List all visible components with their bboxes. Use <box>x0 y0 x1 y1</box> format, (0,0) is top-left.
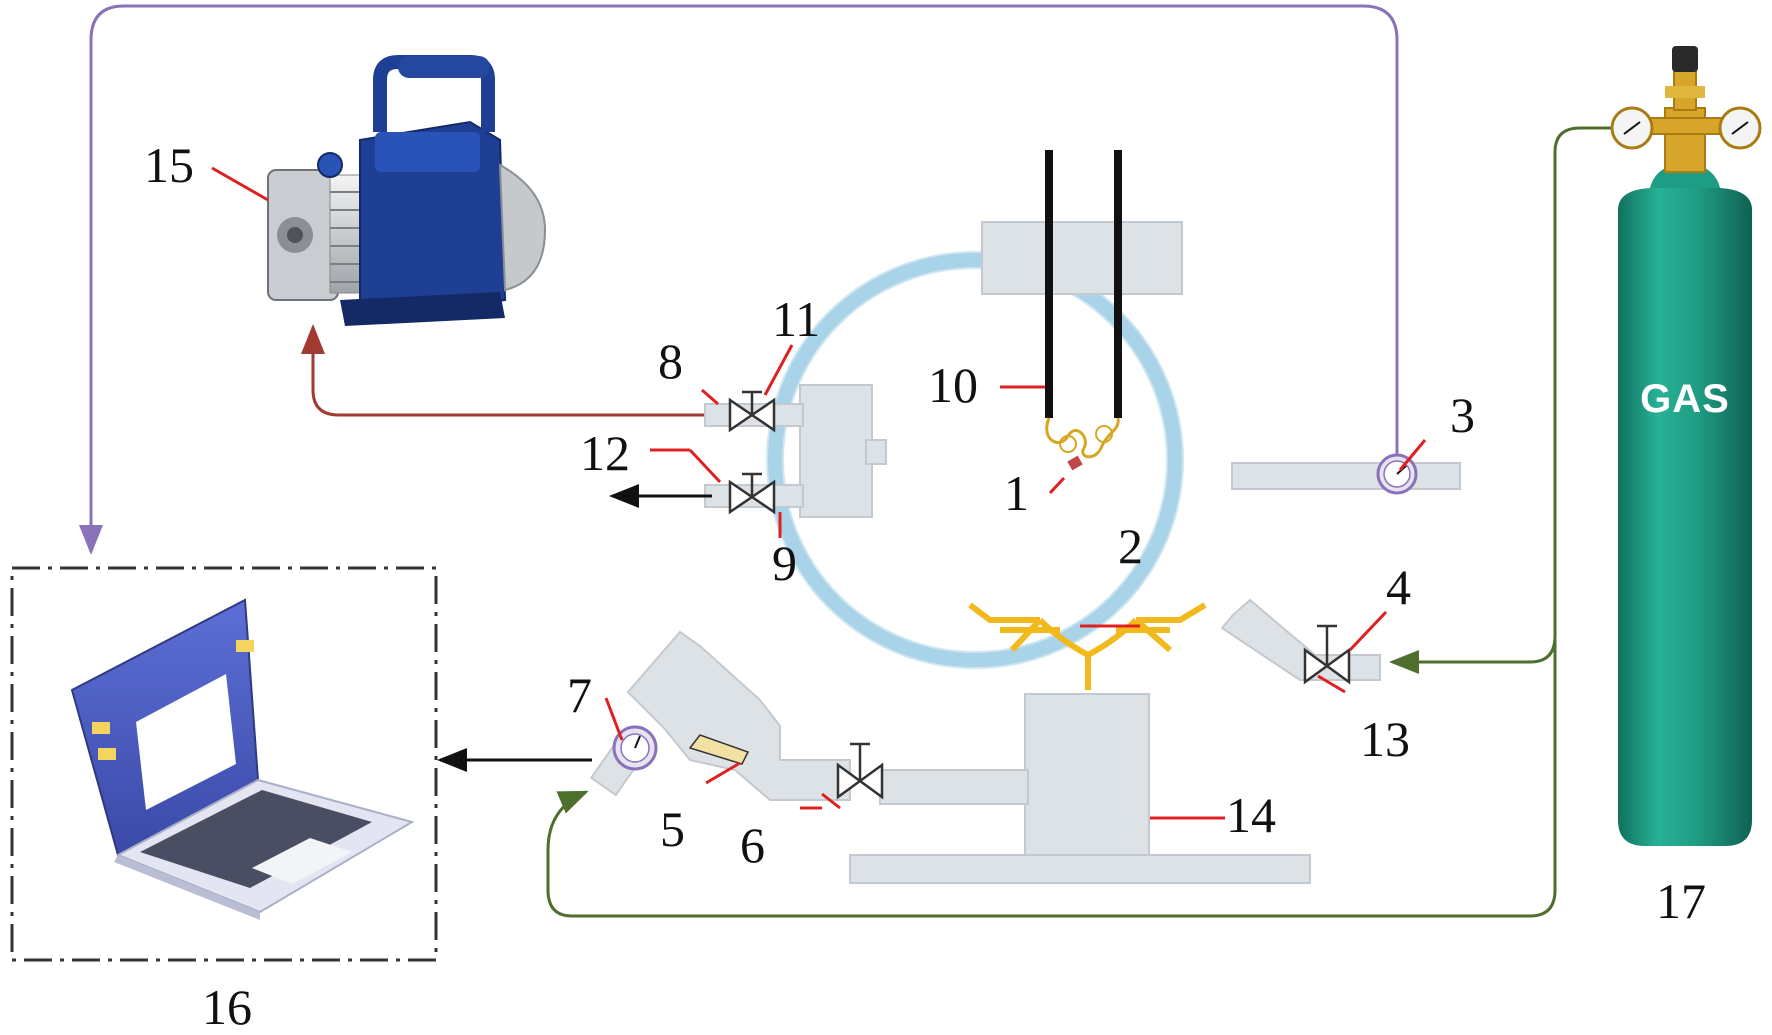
vacuum-chamber <box>766 221 1184 669</box>
label-17: 17 <box>1656 873 1706 929</box>
label-13: 13 <box>1360 711 1410 767</box>
electrode-leads <box>1045 150 1122 418</box>
label-1: 1 <box>1004 465 1029 521</box>
label-2: 2 <box>1118 518 1143 574</box>
label-3: 3 <box>1450 387 1475 443</box>
chamber-top-flange <box>981 221 1183 295</box>
tungsten-filament <box>1045 417 1120 471</box>
chamber-base <box>849 693 1311 884</box>
label-6: 6 <box>740 817 765 873</box>
signal-line-purple <box>79 4 1399 555</box>
label-10: 10 <box>928 357 978 413</box>
label-8: 8 <box>658 333 683 389</box>
pressure-gauge-right <box>1376 453 1418 495</box>
label-7: 7 <box>567 667 592 723</box>
computer-frame <box>10 566 438 962</box>
right-gauge-pipe <box>1231 462 1461 490</box>
valve-lower <box>728 472 776 515</box>
callout-labels: 15 10 1 2 3 4 13 14 5 6 7 8 11 12 9 16 1… <box>144 137 1706 1035</box>
sample-holder <box>968 602 1207 690</box>
label-12: 12 <box>580 425 630 481</box>
gas-line-bottom <box>546 640 1557 918</box>
observation-port <box>626 630 851 801</box>
valve-inlet <box>1303 624 1351 685</box>
label-9: 9 <box>772 535 797 591</box>
label-16: 16 <box>202 979 252 1035</box>
pressure-gauge-left <box>589 725 658 797</box>
label-4: 4 <box>1386 559 1411 615</box>
label-14: 14 <box>1226 787 1276 843</box>
vacuum-pump <box>267 55 547 326</box>
label-11: 11 <box>772 291 820 347</box>
label-5: 5 <box>660 801 685 857</box>
valve-upper <box>728 390 776 433</box>
leader-lines <box>211 166 1427 820</box>
gas-inlet-pipe <box>1220 598 1381 681</box>
valve-observation <box>836 742 884 800</box>
laptop-icon <box>70 598 415 920</box>
vacuum-line-red <box>301 324 710 417</box>
gas-line-inlet <box>1389 126 1630 674</box>
label-15: 15 <box>144 137 194 193</box>
gas-cylinder: GAS <box>1610 46 1762 846</box>
cylinder-label: GAS <box>1640 377 1730 421</box>
